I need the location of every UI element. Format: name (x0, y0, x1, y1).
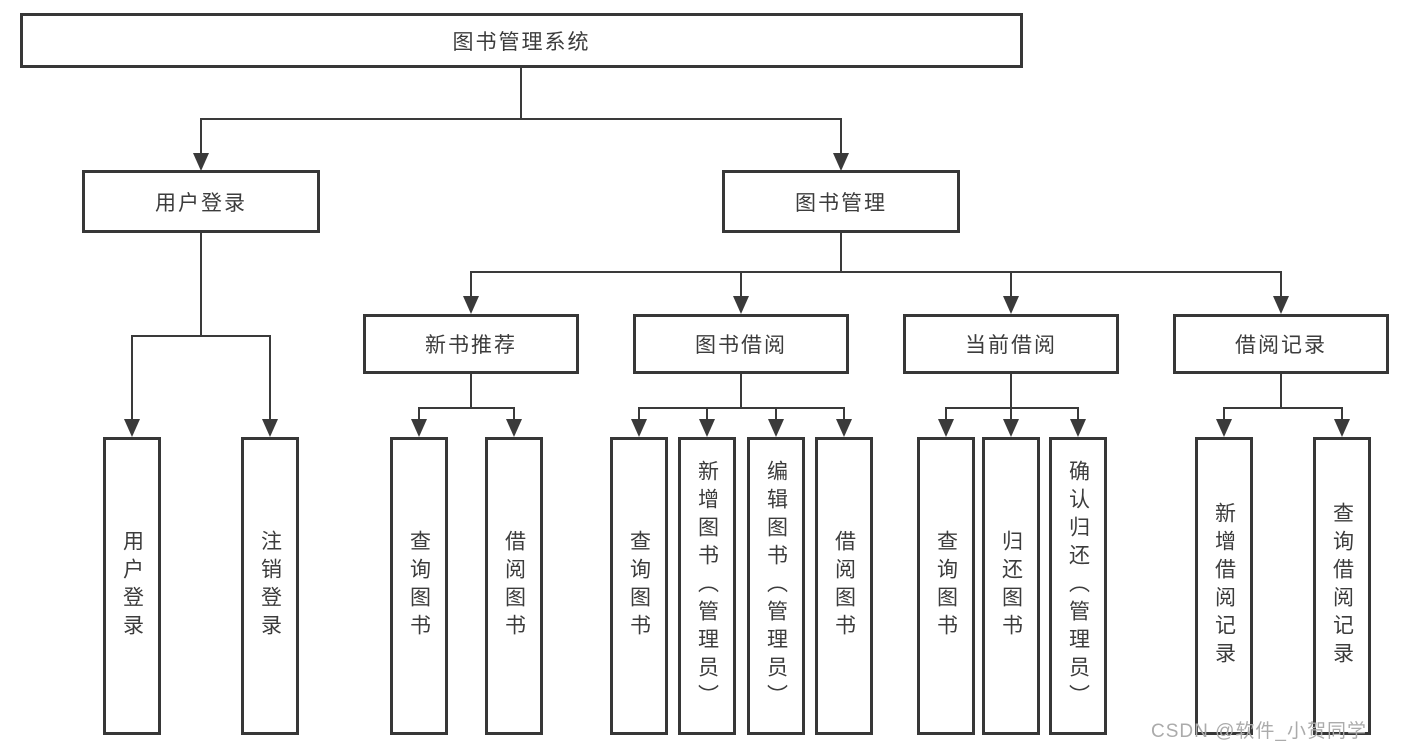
leaf-query-book-3-label: 查询图书 (934, 530, 958, 642)
connector-line (840, 233, 842, 271)
node-book-management: 图书管理 (722, 170, 960, 233)
node-borrow-records: 借阅记录 (1173, 314, 1389, 374)
connector-line (131, 335, 133, 421)
connector-line (200, 118, 202, 155)
node-book-management-label: 图书管理 (795, 191, 887, 215)
node-new-book-recommend: 新书推荐 (363, 314, 579, 374)
arrow-down-icon (833, 153, 849, 171)
connector-line (513, 407, 515, 421)
connector-line (1280, 374, 1282, 407)
arrow-down-icon (1216, 419, 1232, 437)
arrow-down-icon (124, 419, 140, 437)
leaf-borrow-book-1: 借阅图书 (485, 437, 543, 735)
leaf-edit-book-admin: 编辑图书（管理员） (747, 437, 805, 735)
leaf-query-book-1-label: 查询图书 (407, 530, 431, 642)
connector-line (638, 407, 640, 421)
leaf-user-login-label: 用户登录 (120, 530, 144, 642)
arrow-down-icon (1334, 419, 1350, 437)
leaf-logout-label: 注销登录 (258, 530, 282, 642)
connector-line (1223, 407, 1225, 421)
leaf-query-book-1: 查询图书 (390, 437, 448, 735)
arrow-down-icon (411, 419, 427, 437)
connector-line (418, 407, 420, 421)
connector-line (200, 233, 202, 335)
leaf-add-borrow-record-label: 新增借阅记录 (1212, 502, 1236, 670)
leaf-edit-book-admin-label: 编辑图书（管理员） (764, 460, 788, 712)
leaf-confirm-return-admin-label: 确认归还（管理员） (1066, 460, 1090, 712)
leaf-query-book-2-label: 查询图书 (627, 530, 651, 642)
leaf-borrow-book-2-label: 借阅图书 (832, 530, 856, 642)
arrow-down-icon (193, 153, 209, 171)
connector-line (1280, 271, 1282, 298)
connector-line (843, 407, 845, 421)
arrow-down-icon (733, 296, 749, 314)
connector-line (1010, 374, 1012, 407)
connector-line (520, 68, 522, 118)
leaf-return-book-label: 归还图书 (999, 530, 1023, 642)
arrow-down-icon (1070, 419, 1086, 437)
arrow-down-icon (1003, 419, 1019, 437)
arrow-down-icon (1003, 296, 1019, 314)
leaf-query-borrow-record-label: 查询借阅记录 (1330, 502, 1354, 670)
leaf-query-book-3: 查询图书 (917, 437, 975, 735)
leaf-query-book-2: 查询图书 (610, 437, 668, 735)
arrow-down-icon (262, 419, 278, 437)
leaf-user-login: 用户登录 (103, 437, 161, 735)
connector-line (470, 374, 472, 407)
connector-line (470, 271, 1282, 273)
leaf-add-book-admin-label: 新增图书（管理员） (695, 460, 719, 712)
connector-line (470, 271, 472, 298)
connector-line (945, 407, 1079, 409)
node-user-login: 用户登录 (82, 170, 320, 233)
arrow-down-icon (699, 419, 715, 437)
node-current-borrowing-label: 当前借阅 (965, 334, 1057, 357)
node-book-borrowing: 图书借阅 (633, 314, 849, 374)
node-library-system: 图书管理系统 (20, 13, 1023, 68)
connector-line (1077, 407, 1079, 421)
connector-line (840, 118, 842, 155)
connector-line (775, 407, 777, 421)
leaf-add-borrow-record: 新增借阅记录 (1195, 437, 1253, 735)
node-library-system-label: 图书管理系统 (452, 30, 591, 54)
leaf-return-book: 归还图书 (982, 437, 1040, 735)
arrow-down-icon (938, 419, 954, 437)
connector-line (131, 335, 271, 337)
connector-line (1010, 271, 1012, 298)
connector-line (740, 271, 742, 298)
connector-line (269, 335, 271, 421)
leaf-borrow-book-1-label: 借阅图书 (502, 530, 526, 642)
arrow-down-icon (836, 419, 852, 437)
arrow-down-icon (1273, 296, 1289, 314)
arrow-down-icon (463, 296, 479, 314)
arrow-down-icon (631, 419, 647, 437)
connector-line (638, 407, 845, 409)
arrow-down-icon (768, 419, 784, 437)
leaf-logout: 注销登录 (241, 437, 299, 735)
connector-line (200, 118, 842, 120)
leaf-borrow-book-2: 借阅图书 (815, 437, 873, 735)
leaf-confirm-return-admin: 确认归还（管理员） (1049, 437, 1107, 735)
connector-line (1010, 407, 1012, 421)
csdn-watermark: CSDN @软件_小贺同学 (1151, 721, 1367, 742)
leaf-add-book-admin: 新增图书（管理员） (678, 437, 736, 735)
connector-line (1223, 407, 1343, 409)
connector-line (1341, 407, 1343, 421)
node-current-borrowing: 当前借阅 (903, 314, 1119, 374)
connector-line (418, 407, 515, 409)
connector-line (945, 407, 947, 421)
leaf-query-borrow-record: 查询借阅记录 (1313, 437, 1371, 735)
connector-line (706, 407, 708, 421)
node-borrow-records-label: 借阅记录 (1235, 334, 1327, 357)
connector-line (740, 374, 742, 407)
node-user-login-label: 用户登录 (155, 191, 247, 215)
node-book-borrowing-label: 图书借阅 (695, 334, 787, 357)
arrow-down-icon (506, 419, 522, 437)
node-new-book-recommend-label: 新书推荐 (425, 334, 517, 357)
